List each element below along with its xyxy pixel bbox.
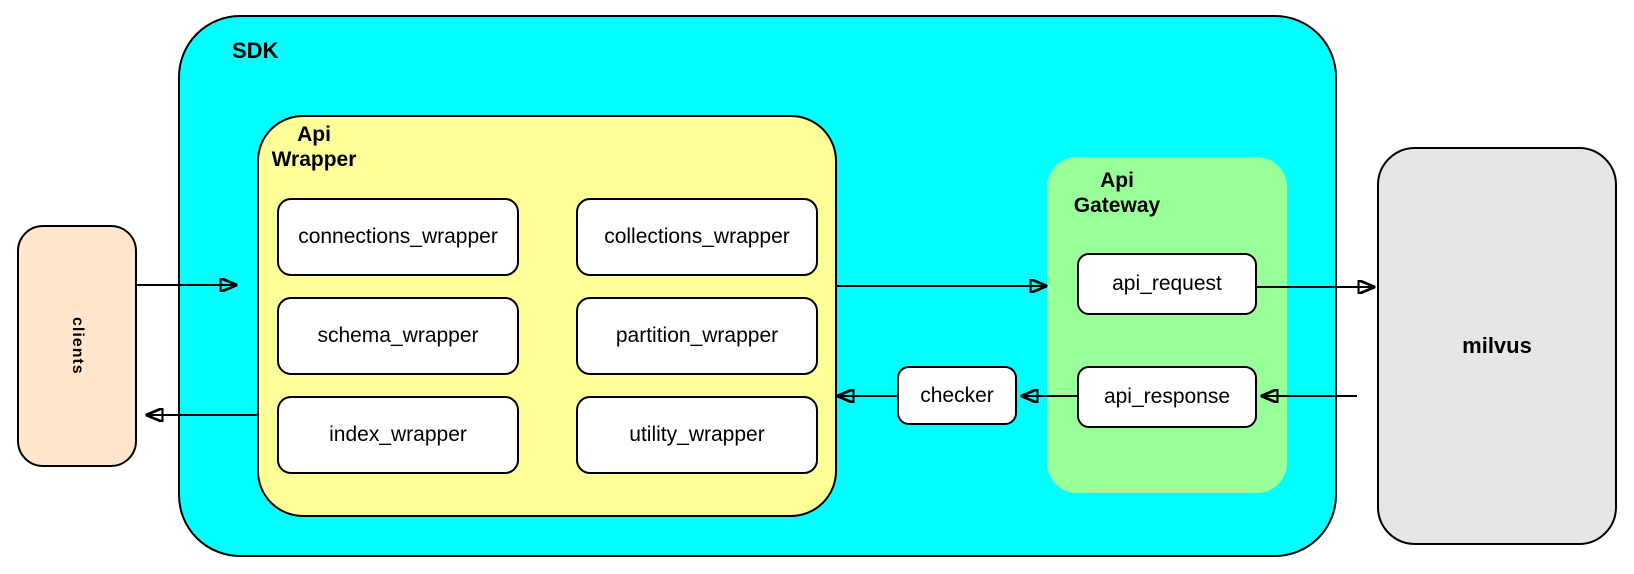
clients-box: clients	[17, 225, 137, 467]
clients-label: clients	[69, 317, 86, 375]
utility-wrapper-node: utility_wrapper	[576, 396, 818, 474]
api-response-node: api_response	[1077, 366, 1257, 428]
api-request-node: api_request	[1077, 253, 1257, 315]
api-gateway-label-line2: Gateway	[1073, 194, 1161, 217]
api-wrapper-label-line1: Api	[297, 123, 331, 146]
api-wrapper-label: Api Wrapper	[259, 122, 369, 172]
api-gateway-container	[1047, 157, 1287, 493]
collections-wrapper-node: collections_wrapper	[576, 198, 818, 276]
api-wrapper-label-line2: Wrapper	[271, 148, 357, 171]
api-gateway-label-line1: Api	[1100, 169, 1134, 192]
partition-wrapper-node: partition_wrapper	[576, 297, 818, 375]
connections-wrapper-node: connections_wrapper	[277, 198, 519, 276]
milvus-box: milvus	[1377, 147, 1617, 545]
schema-wrapper-node: schema_wrapper	[277, 297, 519, 375]
index-wrapper-node: index_wrapper	[277, 396, 519, 474]
api-gateway-label: Api Gateway	[1057, 168, 1177, 218]
sdk-label: SDK	[232, 38, 279, 63]
checker-node: checker	[897, 366, 1017, 425]
